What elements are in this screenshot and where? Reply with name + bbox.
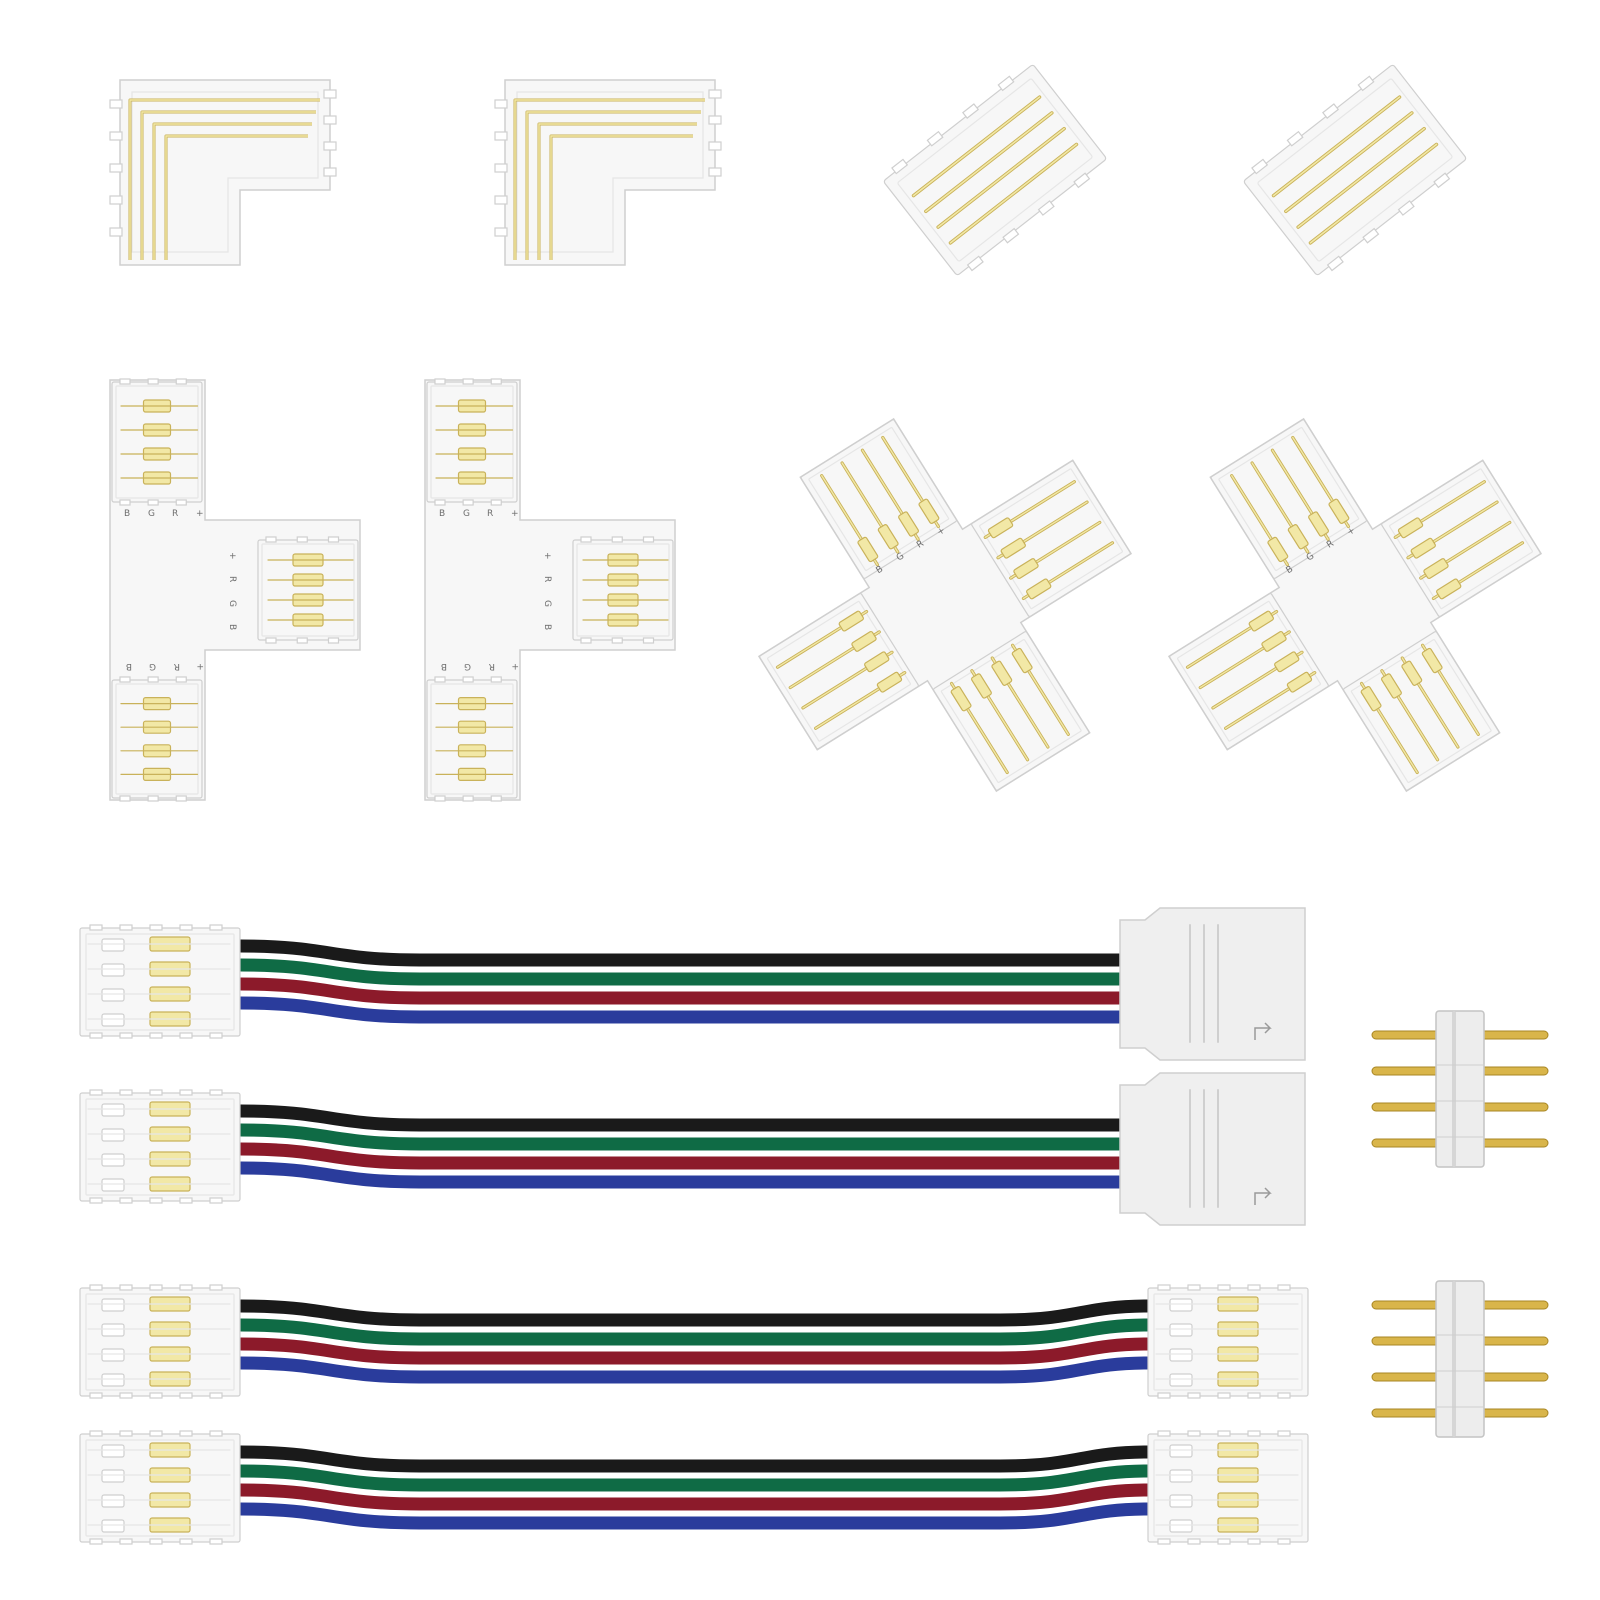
l-connector-1 bbox=[109, 79, 337, 266]
t-label: R bbox=[542, 576, 552, 582]
wire bbox=[233, 1502, 1157, 1530]
t-label: R bbox=[174, 661, 180, 671]
wire bbox=[233, 1104, 1137, 1132]
t-label: B bbox=[227, 624, 237, 630]
pin-housing bbox=[1435, 1010, 1485, 1168]
t-label: B bbox=[124, 509, 130, 519]
x-label: B bbox=[875, 564, 886, 576]
t-label: + bbox=[542, 552, 552, 560]
t-label: R bbox=[489, 661, 495, 671]
x-connector-2: BGR + bbox=[1167, 417, 1543, 793]
wire bbox=[233, 1299, 1157, 1327]
t-label: G bbox=[463, 509, 470, 519]
wire bbox=[233, 958, 1137, 986]
t-label: + bbox=[196, 661, 204, 671]
t-label: G bbox=[464, 661, 471, 671]
wire bbox=[233, 1356, 1157, 1384]
t-label: + bbox=[196, 509, 204, 519]
t-label: G bbox=[227, 600, 237, 607]
wire bbox=[233, 1318, 1157, 1346]
plug-cable-1 bbox=[79, 907, 1306, 1061]
x-label: G bbox=[895, 551, 906, 563]
t-connector-1: B B + G G R R R G + + B bbox=[109, 378, 361, 802]
wire bbox=[233, 1337, 1157, 1365]
straight-connector-2 bbox=[1243, 64, 1467, 276]
t-label: B bbox=[441, 661, 447, 671]
arrow-icon bbox=[1254, 1187, 1272, 1205]
x-label: + bbox=[1346, 526, 1358, 538]
wire bbox=[233, 1445, 1157, 1473]
wire bbox=[233, 939, 1137, 967]
t-label: R bbox=[487, 509, 493, 519]
l-connector-2 bbox=[494, 79, 722, 266]
wire bbox=[233, 1161, 1137, 1189]
t-label: + bbox=[227, 552, 237, 560]
t-label: B bbox=[126, 661, 132, 671]
wire bbox=[233, 996, 1137, 1024]
t-label: R bbox=[172, 509, 178, 519]
pin-adapter-2 bbox=[1371, 1280, 1549, 1438]
t-label: B bbox=[439, 509, 445, 519]
x-label: B bbox=[1285, 564, 1296, 576]
jumper-cable-2 bbox=[79, 1430, 1309, 1545]
wire bbox=[233, 1123, 1137, 1151]
x-connector-1: BGR + bbox=[757, 417, 1133, 793]
x-label: R bbox=[1325, 539, 1336, 551]
x-label: + bbox=[936, 526, 948, 538]
plug-cable-2 bbox=[79, 1072, 1306, 1226]
wire bbox=[233, 977, 1137, 1005]
arrow-icon bbox=[1254, 1022, 1272, 1040]
t-label: + bbox=[511, 661, 519, 671]
plug-housing bbox=[1119, 1072, 1306, 1226]
wire bbox=[233, 1483, 1157, 1511]
t-label: R bbox=[227, 576, 237, 582]
x-label: G bbox=[1305, 551, 1316, 563]
t-connector-2: B B + G G R R R G + + B bbox=[424, 378, 676, 802]
t-label: + bbox=[511, 509, 519, 519]
wire bbox=[233, 1464, 1157, 1492]
t-label: G bbox=[148, 509, 155, 519]
t-label: B bbox=[542, 624, 552, 630]
plug-housing bbox=[1119, 907, 1306, 1061]
jumper-cable-1 bbox=[79, 1284, 1309, 1399]
t-label: G bbox=[149, 661, 156, 671]
x-label: R bbox=[915, 539, 926, 551]
pin-housing bbox=[1435, 1280, 1485, 1438]
wire bbox=[233, 1142, 1137, 1170]
t-label: G bbox=[542, 600, 552, 607]
straight-connector-1 bbox=[883, 64, 1107, 276]
pin-adapter-1 bbox=[1371, 1010, 1549, 1168]
